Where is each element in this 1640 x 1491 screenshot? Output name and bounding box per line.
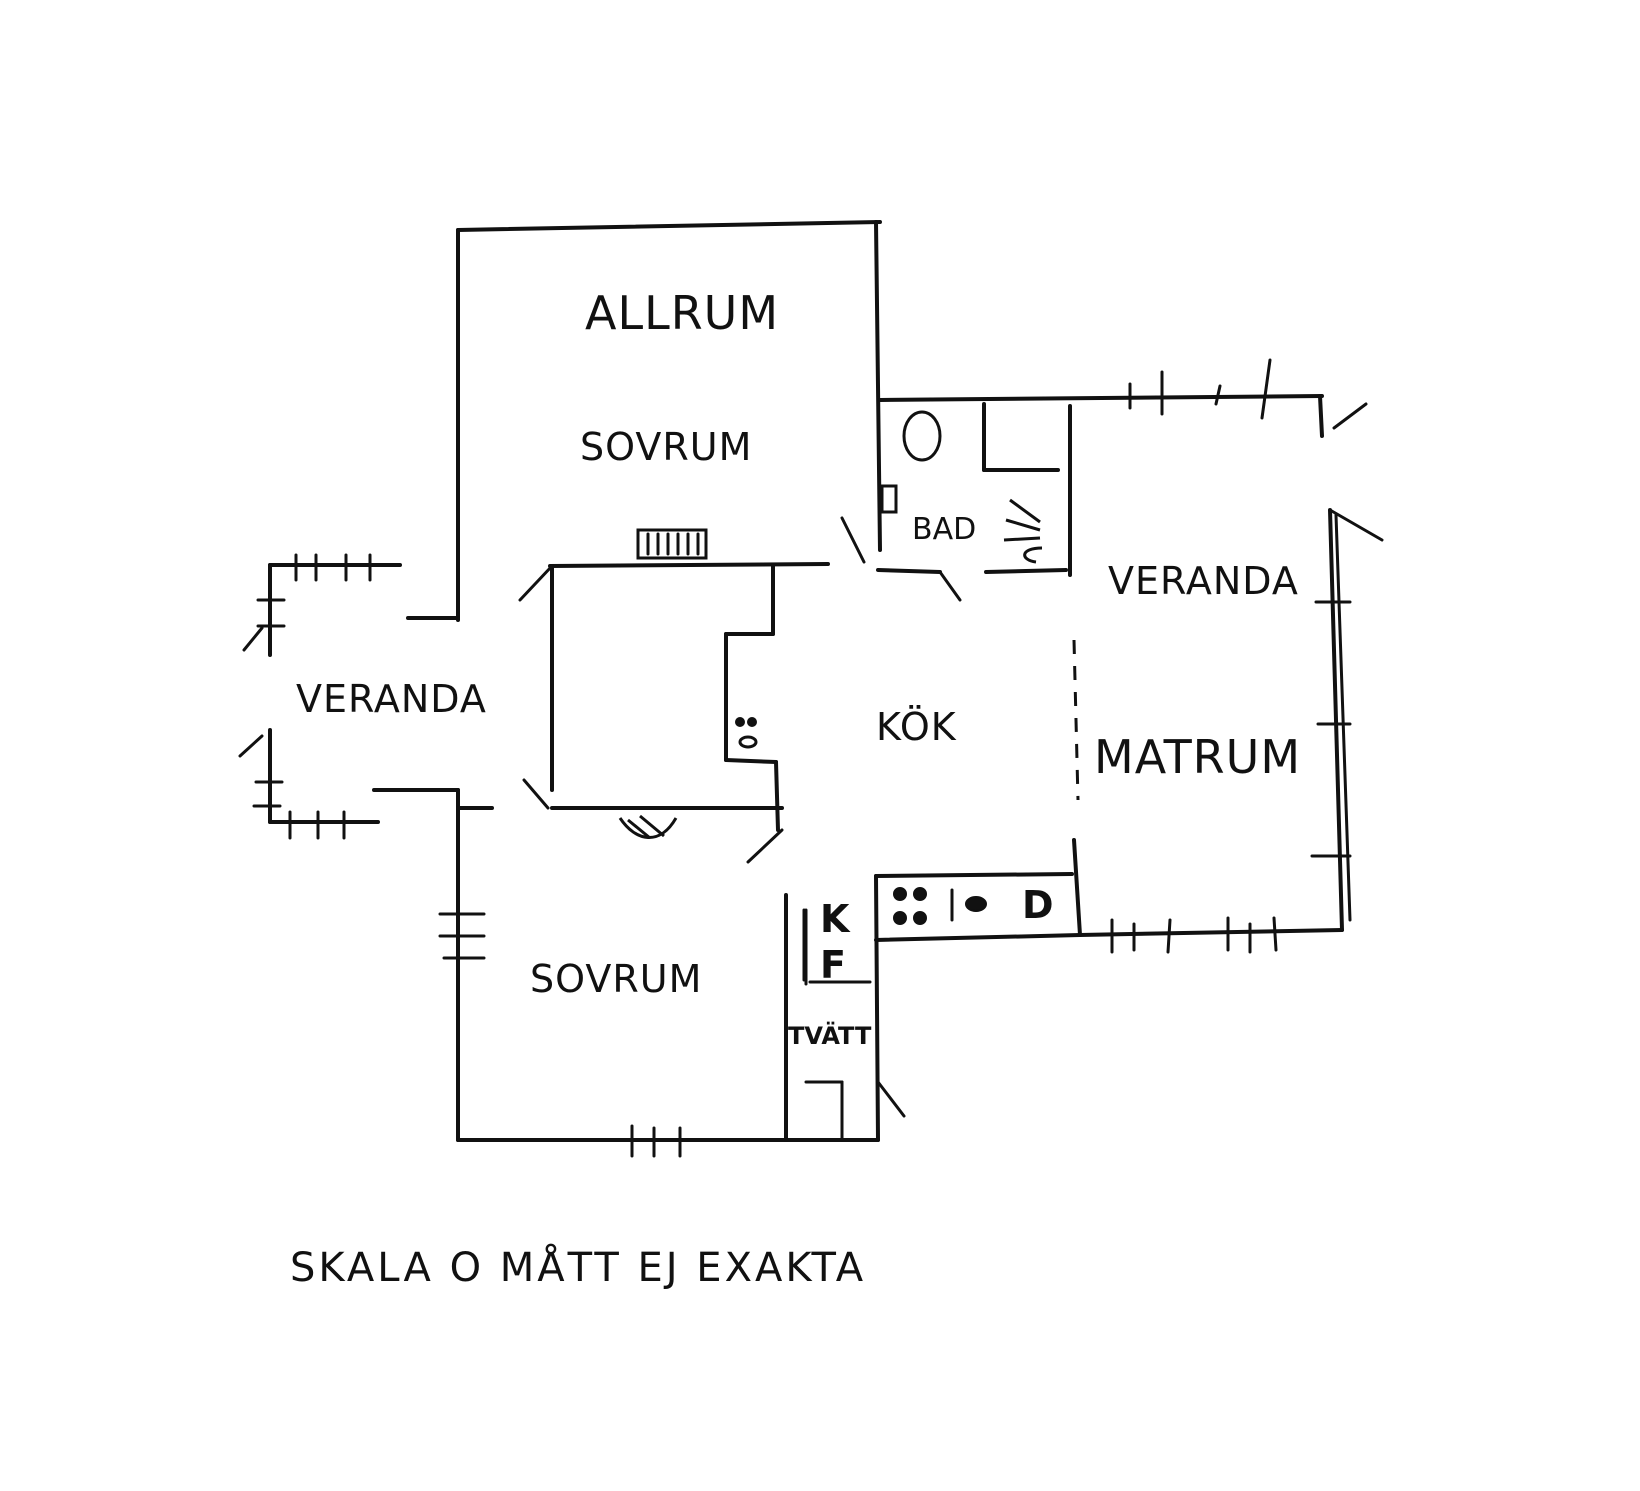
fixture-label-fridge: K xyxy=(820,897,851,941)
room-label-bad: BAD xyxy=(912,512,977,547)
window-marks xyxy=(438,912,682,1158)
toilet-icon xyxy=(902,410,942,462)
fixture-label-dishwasher: D xyxy=(1022,883,1055,927)
radiator-upper-icon xyxy=(636,528,708,560)
room-label-veranda-right: VERANDA xyxy=(1108,559,1299,603)
room-label-tvatt: TVÄTT xyxy=(788,1022,872,1050)
room-label-allrum: ALLRUM xyxy=(585,286,780,340)
right-veranda-railing xyxy=(1110,358,1384,954)
sink-icon xyxy=(880,484,898,514)
stove-counter-icon xyxy=(893,887,987,925)
dashed-partition xyxy=(1072,639,1080,801)
walls xyxy=(372,220,1352,1142)
scale-note: SKALA O MÅTT EJ EXAKTA xyxy=(290,1245,867,1291)
shower-icon xyxy=(1003,498,1043,564)
room-label-sovrum-lower: SOVRUM xyxy=(530,957,703,1001)
stove-island-icon xyxy=(735,717,758,749)
fixture-label-freezer: F xyxy=(820,943,847,987)
room-label-kok: KÖK xyxy=(876,705,957,749)
room-label-matrum: MATRUM xyxy=(1094,730,1302,784)
fireplace-icon xyxy=(618,814,678,840)
door-swings xyxy=(518,516,962,1118)
fixtures xyxy=(618,410,1043,986)
room-label-sovrum-upper: SOVRUM xyxy=(580,425,753,469)
left-veranda-railing xyxy=(238,553,402,840)
room-label-veranda-left: VERANDA xyxy=(296,677,487,721)
